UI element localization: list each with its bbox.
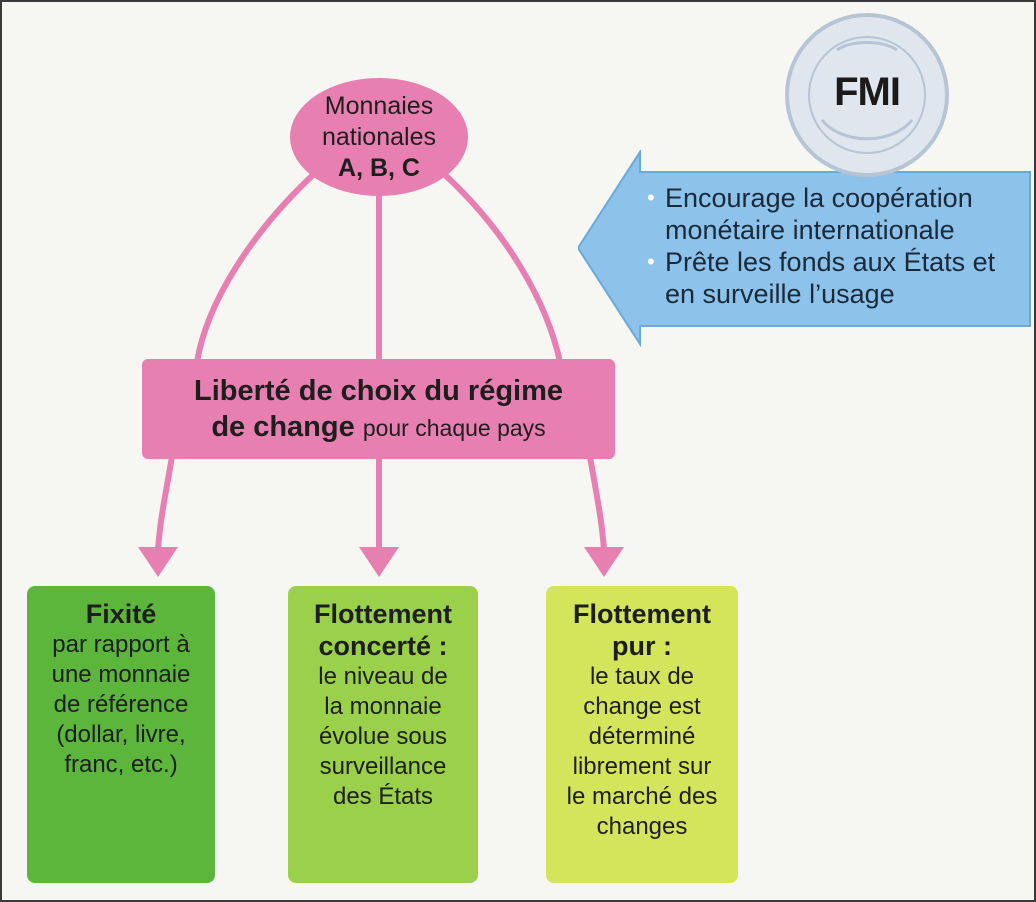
regime-line-2: de change pour chaque pays [211,409,545,446]
node-line-2: nationales [322,122,436,151]
fixed-rate-line: franc, etc.) [64,751,178,778]
imf-bullet-list: Encourage la coopération monétaire inter… [647,182,1027,310]
national-currencies-node: Monnaies nationales A, B, C [290,78,468,196]
connector-left [194,171,317,363]
arrowhead-fixite [138,547,178,577]
free-float-line: change est [583,693,701,720]
arrowhead-pur [584,547,624,577]
node-line-3: A, B, C [338,153,420,182]
connector-right [441,171,563,363]
managed-float-box: Flottement concerté : le niveau de la mo… [288,586,478,883]
fixed-rate-line: une monnaie [51,661,191,688]
managed-float-title-1: Flottement [314,599,452,629]
managed-float-line: la monnaie [324,693,442,720]
fixed-rate-line: par rapport à [52,631,190,658]
imf-seal-logo [785,13,949,177]
imf-bullet-loans: Prête les fonds aux États et en surveill… [647,246,1027,310]
regime-line-2-bold: de change [211,410,355,443]
free-float-line: déterminé [588,723,696,750]
managed-float-line: évolue sous [318,723,448,750]
fixed-rate-box: Fixité par rapport à une monnaie de réfé… [27,586,215,883]
exchange-regime-choice-box: Liberté de choix du régime de change pou… [142,359,615,459]
imf-bullet-cooperation: Encourage la coopération monétaire inter… [647,182,1027,246]
managed-float-title-2: concerté : [318,631,448,661]
fixed-rate-line: de référence [53,691,189,718]
node-line-1: Monnaies [324,91,434,120]
free-float-title-2: pur : [612,631,672,661]
managed-float-line: surveillance [319,753,447,780]
imf-label: FMI [834,70,901,114]
arrow-to-fixite [155,456,175,551]
free-float-title-1: Flottement [573,599,711,629]
arrowhead-concerte [359,547,399,577]
free-float-line: changes [596,813,688,840]
free-float-line: le taux de [589,663,695,690]
managed-float-line: des États [332,783,434,810]
free-float-line: librement sur [572,753,712,780]
fixed-rate-line: (dollar, livre, [56,721,186,748]
free-float-line: le marché des [566,783,718,810]
regime-line-2-normal: pour chaque pays [362,414,546,441]
fixed-rate-title: Fixité [85,599,157,629]
free-float-box: Flottement pur : le taux de change est d… [546,586,738,883]
arrow-to-pur [587,456,607,551]
regime-line-1: Liberté de choix du régime [193,374,564,407]
managed-float-line: le niveau de [318,663,448,690]
